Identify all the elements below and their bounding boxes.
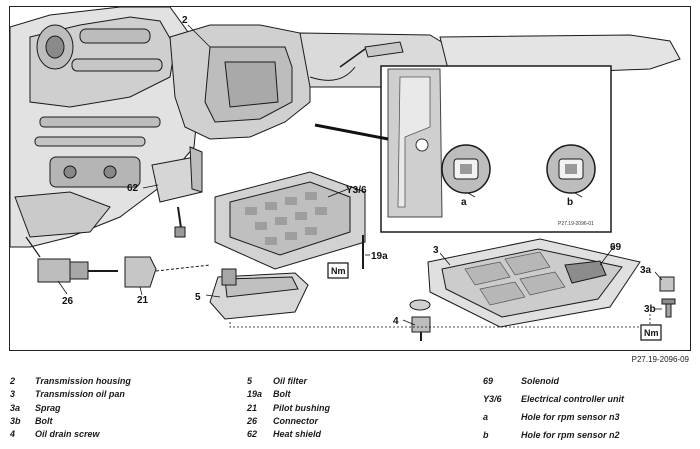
label-bolt-3b: 3b <box>644 304 656 315</box>
connector-and-bushing <box>25 236 211 288</box>
legend-item: 69 Solenoid <box>483 375 624 393</box>
legend-code: 2 <box>10 376 16 386</box>
legend-text: Bolt <box>273 389 291 400</box>
legend-item: 19a Bolt <box>247 388 330 401</box>
legend-item: a Hole for rpm sensor n3 <box>483 411 624 429</box>
legend-code: b <box>483 430 489 440</box>
legend-column-3: 69 Solenoid Y3/6 Electrical controller uni… <box>483 375 624 447</box>
legend-text: Oil filter <box>273 376 308 386</box>
legend-code: 5 <box>247 376 253 386</box>
label-solenoid: 69 <box>610 242 622 253</box>
label-pilot-bushing: 21 <box>137 295 149 306</box>
legend-item: 3 Transmission oil pan <box>10 388 131 401</box>
legend-item: 5 Oil filter <box>247 375 330 388</box>
legend-text: Oil drain screw <box>35 429 100 440</box>
legend-item: 3a Sprag <box>10 402 131 415</box>
legend-text: Connector <box>273 415 318 426</box>
engine-illustration <box>10 7 201 248</box>
label-oil-drain-screw: 4 <box>393 316 399 327</box>
torque-badge-2: Nm <box>640 324 662 341</box>
legend-text: Bolt <box>35 415 53 426</box>
torque-badge-text: Nm <box>331 266 346 276</box>
legend-code: 3b <box>10 415 21 426</box>
legend-text: Pilot bushing <box>273 402 330 413</box>
legend-item: 26 Connector <box>247 415 330 428</box>
legend-code: Y3/6 <box>483 394 502 404</box>
exploded-diagram: 2 62 Y3/6 19a 26 21 5 3 69 4 3a 3b a b P… <box>9 6 691 351</box>
legend-text: Transmission housing <box>35 376 131 386</box>
legend-code: 19a <box>247 389 263 400</box>
heat-shield <box>151 146 203 238</box>
legend-code: 4 <box>10 429 16 440</box>
label-sprag: 3a <box>640 265 652 276</box>
legend-item: b Hole for rpm sensor n2 <box>483 429 624 447</box>
legend-item: 21 Pilot bushing <box>247 402 330 415</box>
label-oil-pan: 3 <box>433 245 439 256</box>
legend-code: 69 <box>483 376 494 386</box>
legend-text: Hole for rpm sensor n2 <box>521 430 620 440</box>
legend-column-2: 5 Oil filter 19a Bolt 21 Pilot bushing 26 Co… <box>247 375 330 441</box>
label-electrical-controller: Y3/6 <box>346 185 367 196</box>
label-oil-filter: 5 <box>195 292 201 303</box>
legend-item: 4 Oil drain screw <box>10 428 131 441</box>
electrical-controller-unit <box>214 171 366 270</box>
legend-code: 21 <box>247 402 258 413</box>
oil-filter <box>209 268 309 320</box>
label-bolt-19a: 19a <box>371 251 388 262</box>
oil-drain-screw <box>409 299 431 341</box>
label-hole-b: b <box>567 197 573 208</box>
leader-lines <box>57 24 663 328</box>
label-connector: 26 <box>62 296 74 307</box>
legend-text: Heat shield <box>273 429 322 440</box>
diagram-canvas: 2 62 Y3/6 19a 26 21 5 3 69 4 3a 3b a b P… <box>10 7 681 341</box>
sprag-and-bolt <box>659 276 676 318</box>
legend-item: 62 Heat shield <box>247 428 330 441</box>
legend-item: 3b Bolt <box>10 415 131 428</box>
legend-column-1: 2 Transmission housing 3 Transmission oil … <box>10 375 131 441</box>
torque-badge-1: Nm <box>327 262 349 279</box>
figure-reference-code: P27.19-2096-09 <box>631 355 689 364</box>
legend-item: Y3/6 Electrical controller unit <box>483 393 624 411</box>
legend-text: Sprag <box>35 402 61 413</box>
label-hole-a: a <box>461 197 467 208</box>
legend-code: 62 <box>247 429 258 440</box>
legend-text: Transmission oil pan <box>35 389 125 400</box>
legend-item: 2 Transmission housing <box>10 375 131 388</box>
legend-code: 3 <box>10 389 16 400</box>
legend-text: Hole for rpm sensor n3 <box>521 412 620 422</box>
torque-badge-text: Nm <box>644 328 659 338</box>
legend-code: 3a <box>10 402 21 413</box>
legend-text: Electrical controller unit <box>521 394 625 404</box>
legend-text: Solenoid <box>521 376 559 386</box>
transmission-oil-pan <box>427 238 641 328</box>
label-housing: 2 <box>182 15 188 26</box>
inset-code: P27.19-2096-01 <box>558 221 594 227</box>
legend-code: a <box>483 412 489 422</box>
label-heat-shield: 62 <box>127 183 139 194</box>
inset-detail <box>314 65 612 233</box>
legend-code: 26 <box>247 415 258 426</box>
callout-labels: 2 62 Y3/6 19a 26 21 5 3 69 4 3a 3b a b P… <box>62 15 656 327</box>
